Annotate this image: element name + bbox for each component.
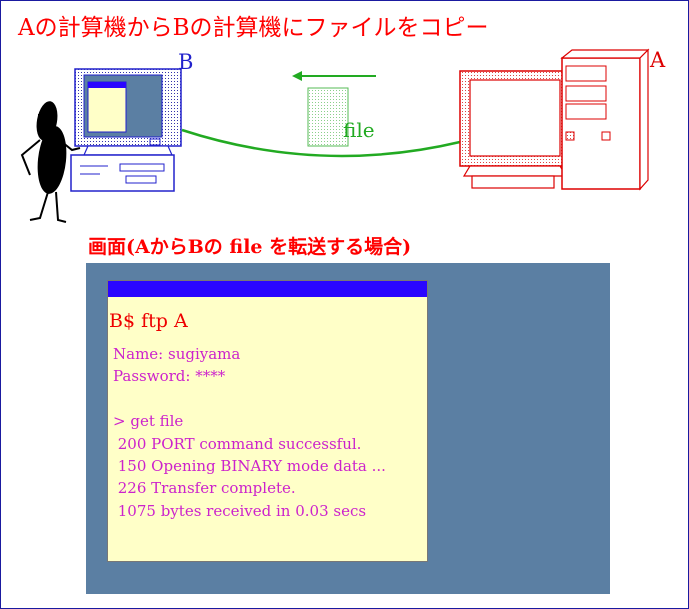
computer-b-label: B bbox=[178, 50, 194, 74]
page-title: Aの計算機からBの計算機にファイルをコピー bbox=[18, 15, 489, 41]
user-figure-icon bbox=[20, 101, 81, 223]
terminal-line bbox=[113, 388, 386, 410]
computer-a-icon bbox=[459, 48, 650, 191]
terminal-line: Name: sugiyama bbox=[113, 345, 241, 363]
computer-a-label: A bbox=[650, 48, 666, 72]
terminal-line: 226 Transfer complete. bbox=[113, 479, 296, 498]
terminal-prompt: B$ ftp A bbox=[109, 310, 188, 332]
file-label: file bbox=[343, 118, 375, 142]
terminal-window[interactable]: B$ ftp A Name: sugiyama Password: **** >… bbox=[107, 280, 428, 562]
file-icon bbox=[307, 87, 349, 147]
terminal-line: 200 PORT command successful. bbox=[113, 434, 362, 453]
transfer-illustration bbox=[20, 48, 650, 223]
terminal-line: 1075 bytes received in 0.03 secs bbox=[113, 501, 367, 520]
terminal-line: Password: **** bbox=[113, 367, 226, 386]
transfer-link bbox=[181, 128, 461, 158]
computer-b-icon bbox=[70, 68, 182, 192]
screen-heading: 画面(AからBの file を転送する場合) bbox=[88, 236, 412, 258]
transfer-arrow-icon bbox=[292, 71, 376, 81]
terminal-output: Name: sugiyama Password: **** > get file… bbox=[113, 343, 386, 522]
terminal-line: 150 Opening BINARY mode data ... bbox=[113, 456, 386, 475]
terminal-title-bar[interactable] bbox=[108, 281, 427, 297]
terminal-line: > get file bbox=[113, 412, 184, 431]
